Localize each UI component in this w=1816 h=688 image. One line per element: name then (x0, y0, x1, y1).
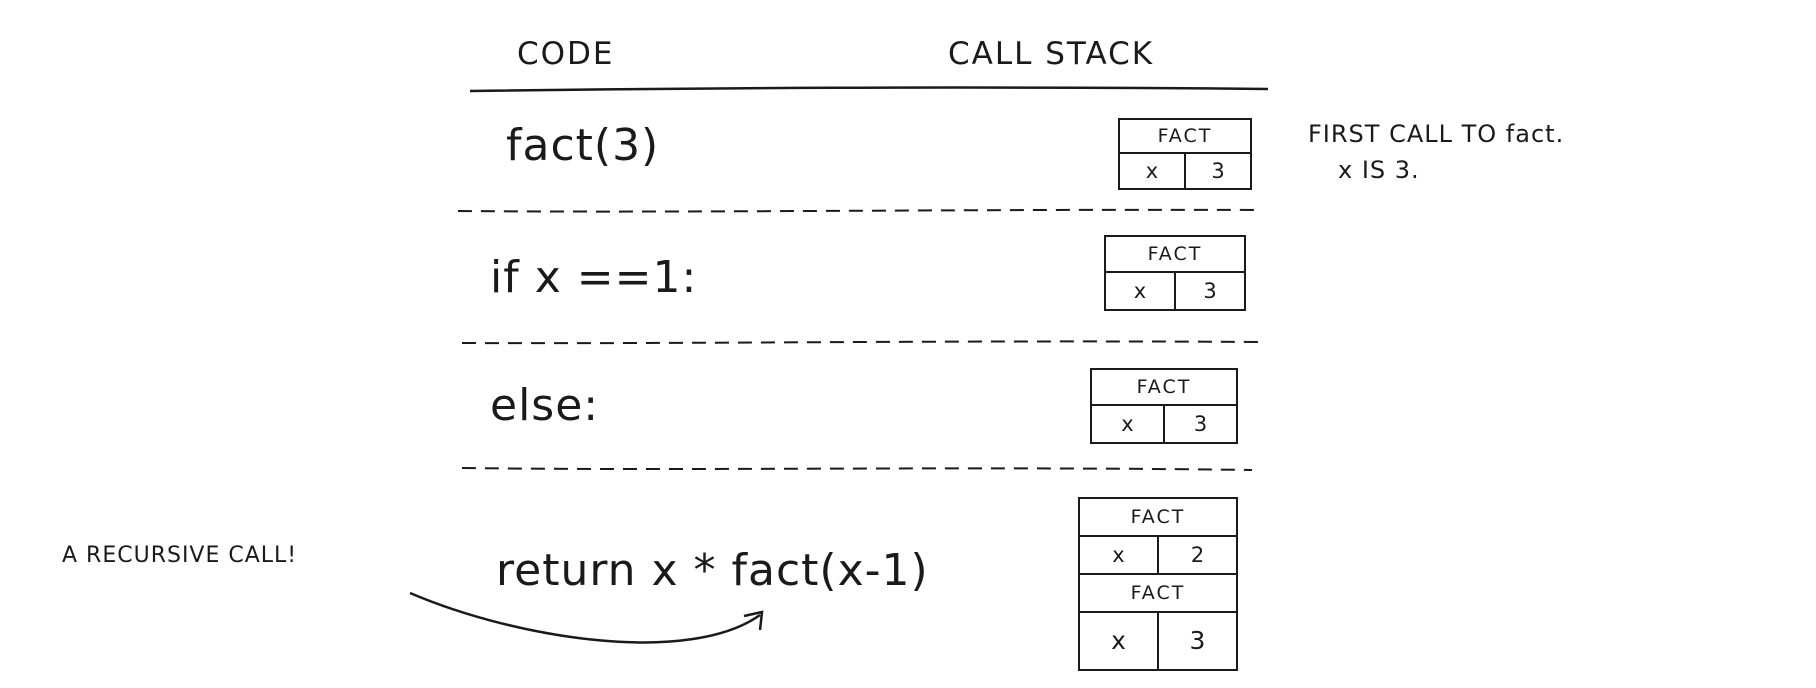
call-stack-column-header: CALL STACK (948, 36, 1155, 72)
stack-frame-value: 2 (1190, 543, 1205, 567)
stack-frame-value: 3 (1203, 279, 1217, 303)
stack-frame-value: 3 (1189, 626, 1206, 655)
header-rule (469, 86, 1269, 93)
stack-frame-title: FACT (1092, 370, 1236, 406)
stack-frame-top: FACT x 2 (1078, 497, 1238, 575)
row-separator-2 (461, 340, 1265, 345)
stack-frame-title: FACT (1080, 499, 1236, 537)
stack-frame-title: FACT (1120, 120, 1250, 154)
code-line-else: else: (490, 380, 600, 431)
stack-frame-var: x (1080, 613, 1159, 669)
row-separator-3 (461, 467, 1253, 471)
stack-frame-value: 3 (1193, 412, 1208, 436)
stack-frame-title: FACT (1080, 575, 1236, 613)
stack-frame-var: x (1106, 273, 1176, 309)
stack-frame-title: FACT (1106, 237, 1244, 273)
code-line-fact-call: fact(3) (506, 120, 660, 171)
stack-frame-var: x (1120, 154, 1186, 188)
stack-frame-var: x (1092, 406, 1165, 442)
first-call-annotation: FIRST CALL TO fact. x IS 3. (1308, 116, 1564, 188)
row-separator-1 (457, 208, 1263, 213)
recursive-call-arrowhead (743, 610, 764, 631)
stack-frame-var: x (1080, 537, 1159, 573)
stack-frame: FACT x 3 (1118, 118, 1252, 190)
code-line-if: if x ==1: (490, 252, 698, 303)
recursive-call-arrow (409, 591, 761, 644)
stack-frame-value: 3 (1211, 159, 1225, 183)
first-call-annotation-line1: FIRST CALL TO fact. (1308, 120, 1565, 148)
stack-frame: FACT x 3 (1090, 368, 1238, 444)
stack-frame-bottom: FACT x 3 (1078, 573, 1238, 671)
recursive-call-annotation: A RECURSIVE CALL! (62, 543, 298, 568)
code-column-header: CODE (517, 36, 615, 72)
stack-frame: FACT x 3 (1104, 235, 1246, 311)
first-call-annotation-line2: x IS 3. (1338, 156, 1420, 184)
code-line-return: return x * fact(x-1) (496, 545, 929, 596)
